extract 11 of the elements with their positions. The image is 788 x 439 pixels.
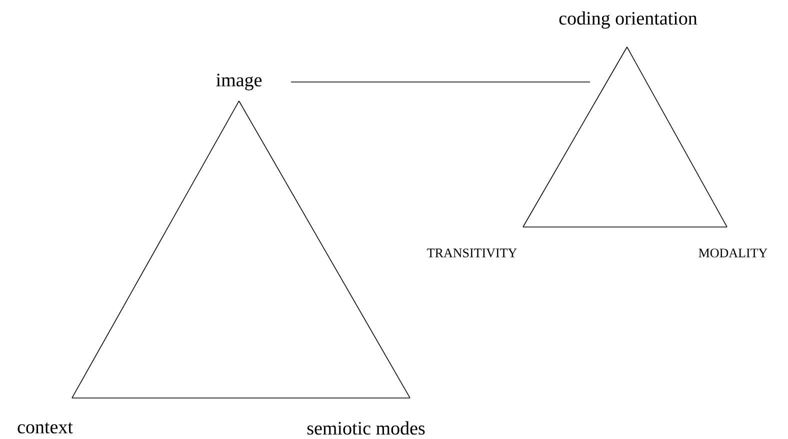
line <box>522 226 728 228</box>
line <box>238 100 410 398</box>
line <box>522 46 628 228</box>
vertex-label: image <box>216 74 262 90</box>
vertex-label: MODALITY <box>698 248 768 258</box>
vertex-label: coding orientation <box>559 11 698 29</box>
line <box>72 100 240 398</box>
vertex-label: context <box>18 422 73 434</box>
line <box>626 46 728 228</box>
vertex-label: TRANSITIVITY <box>427 248 517 258</box>
vertex-label: semiotic modes <box>307 421 425 435</box>
